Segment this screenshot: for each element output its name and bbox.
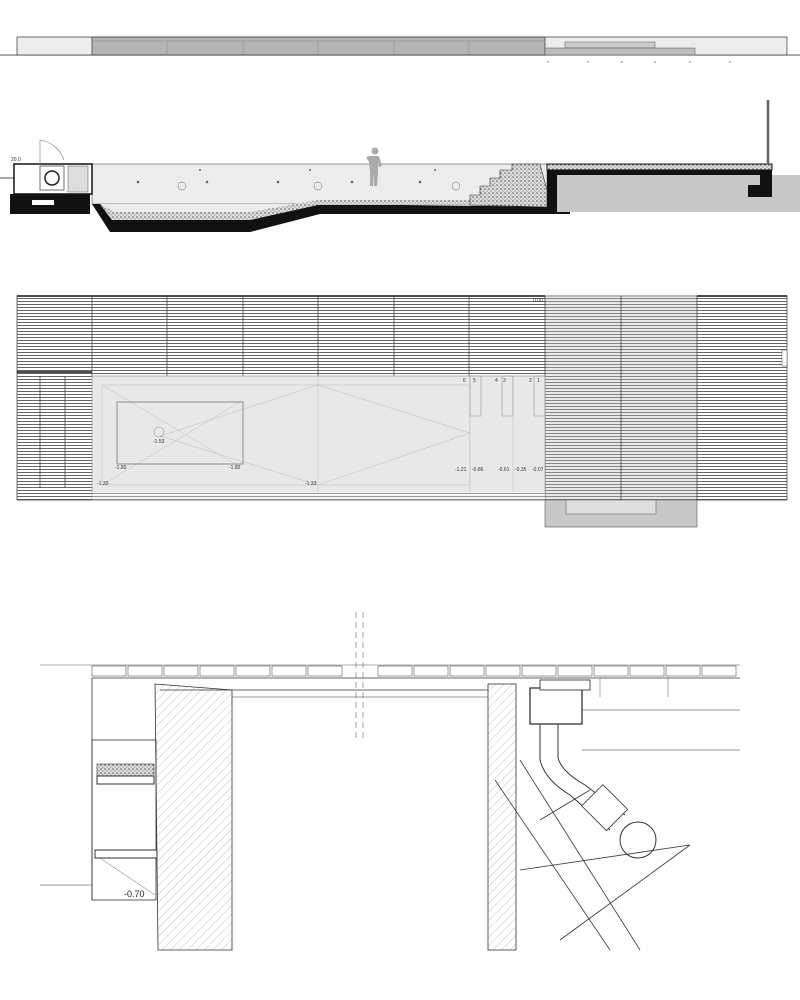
level-label: -1.53 <box>153 439 165 445</box>
level-label: -0.61 <box>498 467 510 473</box>
step-number: 4 <box>495 378 498 384</box>
level-label: -1.33 <box>305 481 317 487</box>
human-scale-figure <box>366 147 382 186</box>
deep-basin <box>116 401 244 465</box>
level-label: 20.0 <box>11 157 21 163</box>
longitudinal-section: 20.0 <box>0 100 800 232</box>
plan-view: -1.53 -1.80 -1.82 -1.33 -1.33 -1.21 -0.8… <box>16 295 788 528</box>
level-label: -0.86 <box>472 467 484 473</box>
level-label: -1.21 <box>455 467 467 473</box>
step-number: 2 <box>529 378 532 384</box>
pump-icon <box>44 170 60 186</box>
step-number: 5 <box>473 378 476 384</box>
construction-detail: -0.70 <box>40 612 740 951</box>
elevation-strip <box>0 36 800 63</box>
level-label: 0.00 <box>533 298 543 304</box>
door-swing <box>39 139 65 164</box>
level-label: -0.70 <box>124 889 145 899</box>
level-label: -0.35 <box>515 467 527 473</box>
level-label: -1.82 <box>229 465 241 471</box>
level-label: -1.80 <box>115 465 127 471</box>
step-number: 3 <box>503 378 506 384</box>
drain-icon <box>153 426 165 438</box>
pipe-section-icon <box>619 821 657 859</box>
step-number: 6 <box>463 378 466 384</box>
step-number: 1 <box>537 378 540 384</box>
level-label: -1.33 <box>97 481 109 487</box>
level-label: -0.07 <box>532 467 544 473</box>
